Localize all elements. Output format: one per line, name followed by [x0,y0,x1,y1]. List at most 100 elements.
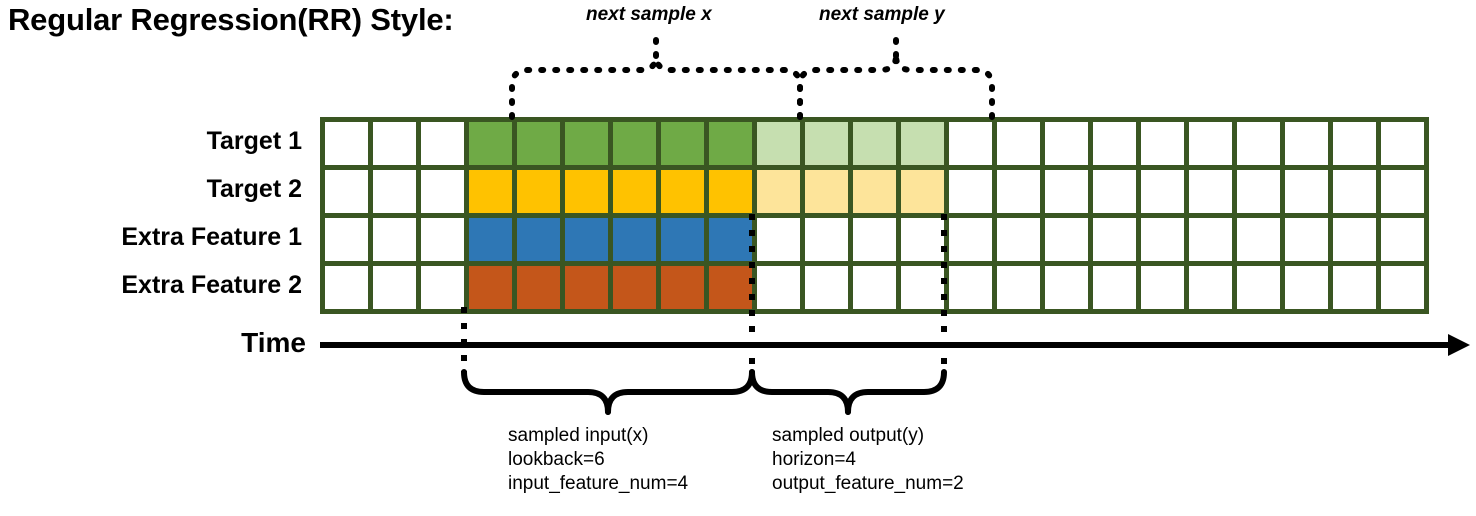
timeline-cell-input [565,266,608,309]
timeline-cell-blank [1093,266,1136,309]
timeline-cell-input [661,122,704,165]
timeline-cell-input [517,170,560,213]
timeline-cell-blank [1285,218,1328,261]
timeline-cell-blank [1093,170,1136,213]
timeline-cell-output [853,122,896,165]
timeline-cell-blank [325,122,368,165]
timeline-cell-blank [997,266,1040,309]
timeline-cell-blank [1045,122,1088,165]
timeline-cell-input [709,170,752,213]
timeline-cell-blank [325,170,368,213]
timeline-cell-blank [997,218,1040,261]
timeline-cell-input [709,218,752,261]
timeline-cell-blank [325,218,368,261]
caption-sampled-input: sampled input(x) lookback=6 input_featur… [508,424,688,496]
timeline-cell-input [613,122,656,165]
row-label-target-2: Target 2 [206,175,302,203]
timeline-cell-blank [1045,170,1088,213]
timeline-cell-blank [1237,170,1280,213]
timeline-cell-input [661,170,704,213]
timeline-cell-blank [1285,122,1328,165]
timeline-cell-input [469,218,512,261]
timeline-cell-input [469,122,512,165]
timeline-cell-blank [373,170,416,213]
timeline-cell-blank [949,170,992,213]
caption-input-line-3: input_feature_num=4 [508,473,689,494]
timeline-cell-input [661,266,704,309]
timeline-cell-blank [421,218,464,261]
timeline-cell-blank [1141,170,1184,213]
timeline-cell-blank [1333,122,1376,165]
timeline-cell-blank [949,218,992,261]
page-title: Regular Regression(RR) Style: [8,2,454,37]
caption-output-line-1: sampled output(y) [772,425,925,446]
dotted-brace-next-sample-y [797,53,995,120]
timeline-cell-blank [1093,122,1136,165]
dotted-brace-next-sample-x [509,53,803,120]
caption-input-line-2: lookback=6 [508,449,605,470]
timeline-cell-blank [1381,266,1424,309]
timeline-cell-output [901,170,944,213]
timeline-cell-blank [373,266,416,309]
timeline-cell-blank [1237,218,1280,261]
timeline-cell-blank [1141,122,1184,165]
timeline-cell-blank [949,122,992,165]
timeline-cell-output [757,122,800,165]
timeline-cell-blank [1045,266,1088,309]
timeline-cell-input [613,218,656,261]
timeline-row [325,170,1424,213]
timeline-cell-blank [1189,266,1232,309]
timeline-cell-blank [1189,122,1232,165]
timeline-cell-blank [1381,218,1424,261]
annotation-next-sample-y: next sample y [819,4,945,25]
timeline-cell-blank [805,266,848,309]
timeline-cell-output [853,170,896,213]
timeline-cell-output [757,170,800,213]
timeline-cell-input [565,170,608,213]
caption-input-line-1: sampled input(x) [508,425,649,446]
row-label-extra-feature-1: Extra Feature 1 [121,223,302,251]
timeline-cell-blank [1333,170,1376,213]
timeline-cell-input [613,170,656,213]
time-axis-label: Time [241,327,306,358]
timeline-cell-blank [1141,218,1184,261]
time-axis-arrow [320,334,1470,356]
timeline-row [325,122,1424,165]
timeline-cell-blank [1189,218,1232,261]
caption-output-line-2: horizon=4 [772,449,856,470]
timeline-cell-output [805,122,848,165]
timeline-cell-blank [1237,122,1280,165]
timeline-cell-blank [997,122,1040,165]
timeline-cell-blank [1093,218,1136,261]
timeline-grid [320,117,1429,314]
timeline-cell-blank [1141,266,1184,309]
timeline-cell-input [661,218,704,261]
timeline-row [325,266,1424,309]
timeline-cell-input [517,122,560,165]
timeline-cell-blank [1189,170,1232,213]
row-label-column: Target 1 Target 2 Extra Feature 1 Extra … [0,117,312,309]
timeline-cell-input [469,170,512,213]
annotation-next-sample-x: next sample x [586,4,712,25]
timeline-cell-blank [853,218,896,261]
timeline-cell-output [901,122,944,165]
timeline-cell-input [709,266,752,309]
timeline-row [325,218,1424,261]
timeline-cell-blank [1333,266,1376,309]
timeline-cell-blank [325,266,368,309]
timeline-cell-input [565,218,608,261]
timeline-cell-blank [757,218,800,261]
timeline-cell-blank [1285,266,1328,309]
timeline-cell-blank [1381,122,1424,165]
timeline-cell-blank [373,218,416,261]
timeline-cell-blank [901,218,944,261]
timeline-cell-blank [1381,170,1424,213]
timeline-cell-blank [421,266,464,309]
row-label-target-1: Target 1 [206,127,302,155]
timeline-cell-output [805,170,848,213]
timeline-cell-input [613,266,656,309]
timeline-cell-blank [1237,266,1280,309]
timeline-cell-blank [1285,170,1328,213]
timeline-cell-blank [949,266,992,309]
